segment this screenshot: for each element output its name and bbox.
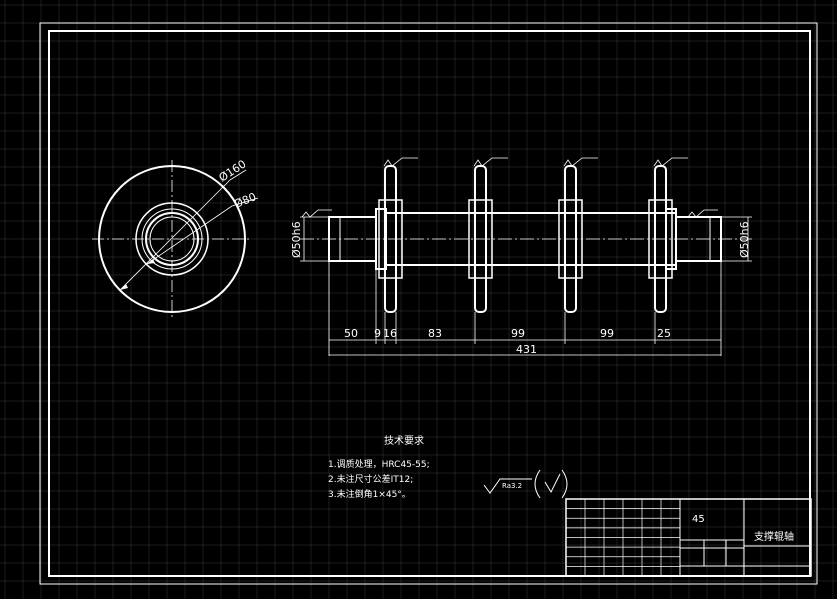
dim-99-a: 99 — [511, 327, 525, 340]
journal-dim-lines — [300, 216, 752, 262]
support-disc-1 — [384, 165, 397, 313]
note-1: 1.调质处理，HRC45-55; — [328, 458, 430, 470]
note-3: 3.未注倒角1×45°。 — [328, 488, 411, 500]
dim-16: 16 — [383, 327, 397, 340]
general-roughness-symbol — [483, 469, 568, 499]
support-disc-3 — [564, 165, 577, 313]
roughness-value: Ra3.2 — [502, 482, 522, 490]
material: 45 — [692, 514, 705, 525]
part-name: 支撑辊轴 — [754, 530, 794, 543]
right-journal — [675, 216, 722, 262]
dim-50: 50 — [344, 327, 358, 340]
dim-431: 431 — [516, 343, 537, 356]
dim-25: 25 — [657, 327, 671, 340]
support-disc-4 — [654, 165, 667, 313]
title-block-cells — [566, 499, 680, 576]
dimension-chain — [328, 261, 722, 356]
note-2: 2.未注尺寸公差IT12; — [328, 473, 413, 485]
notes-title: 技术要求 — [384, 434, 424, 447]
dim-right-journal: Ø50h6 — [738, 221, 751, 258]
dimension-values: 50 9 16 83 99 99 25 431 — [344, 327, 671, 356]
drawing-frame — [39, 22, 818, 585]
dim-83: 83 — [428, 327, 442, 340]
leader-outer — [119, 179, 231, 291]
dim-left-journal: Ø50h6 — [290, 221, 303, 258]
shaft-front-view — [300, 165, 752, 313]
end-view — [92, 160, 259, 318]
support-disc-2 — [474, 165, 487, 313]
dim-99-b: 99 — [600, 327, 614, 340]
leader-inner — [146, 205, 233, 265]
dim-9: 9 — [374, 327, 381, 340]
